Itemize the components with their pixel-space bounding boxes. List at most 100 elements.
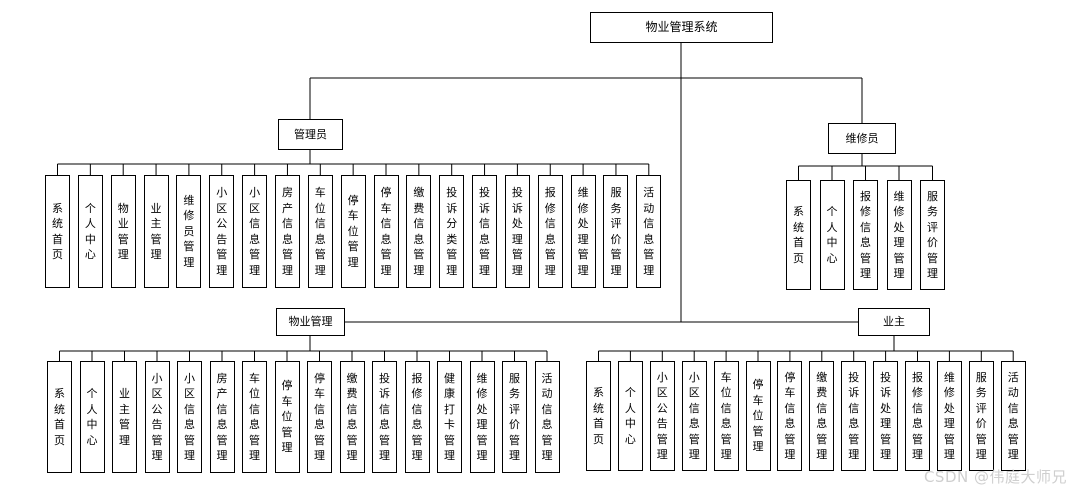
leaf-node-repairer: 维修处理管理 bbox=[886, 180, 912, 290]
leaf-node-admin: 维修员管理 bbox=[176, 175, 202, 288]
leaf-node-admin: 系统首页 bbox=[45, 175, 70, 288]
leaf-label: 系统首页 bbox=[54, 387, 65, 447]
leaf-node-property: 缴费信息管理 bbox=[339, 361, 365, 473]
leaf-label: 停车位管理 bbox=[752, 378, 764, 454]
leaf-node-admin: 缴费信息管理 bbox=[406, 175, 432, 288]
leaf-label: 小区信息管理 bbox=[249, 186, 261, 277]
role-node-property: 物业管理 bbox=[276, 308, 345, 336]
leaf-node-property: 服务评价管理 bbox=[502, 361, 527, 473]
leaf-node-owner: 小区公告管理 bbox=[649, 361, 675, 471]
leaf-node-property: 停车信息管理 bbox=[307, 361, 332, 473]
leaf-label: 活动信息管理 bbox=[541, 371, 553, 463]
leaf-label: 活动信息管理 bbox=[643, 186, 655, 277]
leaf-node-owner: 投诉信息管理 bbox=[841, 361, 867, 471]
leaf-label: 小区信息管理 bbox=[184, 371, 195, 463]
leaf-label: 投诉信息管理 bbox=[379, 371, 390, 463]
leaf-node-owner: 停车信息管理 bbox=[777, 361, 803, 471]
leaf-label: 缴费信息管理 bbox=[413, 186, 425, 277]
leaf-label: 服务评价管理 bbox=[610, 186, 622, 277]
leaf-node-property: 房产信息管理 bbox=[209, 361, 235, 473]
leaf-label: 健康打卡管理 bbox=[444, 371, 455, 463]
leaf-node-property: 报修信息管理 bbox=[404, 361, 430, 473]
leaf-label: 车位信息管理 bbox=[249, 371, 260, 463]
leaf-label: 报修信息管理 bbox=[860, 189, 871, 281]
leaf-label: 维修处理管理 bbox=[893, 189, 905, 281]
leaf-label: 个人中心 bbox=[826, 205, 838, 265]
leaf-label: 个人中心 bbox=[86, 387, 98, 447]
leaf-node-admin: 投诉处理管理 bbox=[504, 175, 530, 288]
leaf-label: 业主管理 bbox=[119, 387, 130, 447]
leaf-label: 报修信息管理 bbox=[912, 370, 923, 462]
role-node-owner: 业主 bbox=[858, 308, 930, 336]
leaf-node-owner: 小区信息管理 bbox=[681, 361, 707, 471]
leaf-node-property: 小区信息管理 bbox=[177, 361, 202, 473]
leaf-label: 维修处理管理 bbox=[476, 371, 488, 463]
leaf-node-owner: 投诉处理管理 bbox=[873, 361, 899, 471]
leaf-node-admin: 服务评价管理 bbox=[603, 175, 629, 288]
leaf-node-owner: 缴费信息管理 bbox=[809, 361, 835, 471]
leaf-label: 小区信息管理 bbox=[688, 370, 700, 462]
leaf-node-owner: 停车位管理 bbox=[745, 361, 771, 471]
leaf-label: 服务评价管理 bbox=[975, 370, 987, 462]
leaf-node-property: 健康打卡管理 bbox=[437, 361, 462, 473]
leaf-node-owner: 报修信息管理 bbox=[905, 361, 930, 471]
leaf-node-property: 个人中心 bbox=[79, 361, 105, 473]
leaf-label: 系统首页 bbox=[52, 201, 63, 262]
leaf-node-repairer: 系统首页 bbox=[786, 180, 811, 290]
leaf-label: 停车位管理 bbox=[281, 379, 293, 455]
leaf-label: 系统首页 bbox=[793, 205, 804, 265]
leaf-node-admin: 业主管理 bbox=[143, 175, 169, 288]
leaf-node-owner: 活动信息管理 bbox=[1000, 361, 1026, 471]
leaf-node-property: 业主管理 bbox=[112, 361, 137, 473]
leaf-node-owner: 系统首页 bbox=[586, 361, 611, 471]
leaf-label: 活动信息管理 bbox=[1007, 370, 1019, 462]
leaf-node-admin: 活动信息管理 bbox=[636, 175, 662, 288]
leaf-label: 缴费信息管理 bbox=[816, 370, 828, 462]
leaf-node-admin: 房产信息管理 bbox=[274, 175, 300, 288]
leaf-label: 停车位管理 bbox=[347, 193, 359, 269]
leaf-node-repairer: 报修信息管理 bbox=[853, 180, 878, 290]
leaf-node-owner: 个人中心 bbox=[617, 361, 643, 471]
leaf-label: 小区公告管理 bbox=[656, 370, 668, 462]
leaf-node-property: 投诉信息管理 bbox=[372, 361, 397, 473]
leaf-node-property: 车位信息管理 bbox=[242, 361, 267, 473]
leaf-label: 小区公告管理 bbox=[151, 371, 163, 463]
leaf-node-admin: 车位信息管理 bbox=[307, 175, 333, 288]
leaf-node-property: 维修处理管理 bbox=[469, 361, 495, 473]
leaf-label: 房产信息管理 bbox=[216, 371, 228, 463]
leaf-label: 服务评价管理 bbox=[927, 189, 938, 281]
leaf-label: 维修员管理 bbox=[183, 193, 195, 269]
leaf-label: 停车信息管理 bbox=[314, 371, 325, 463]
leaf-label: 个人中心 bbox=[624, 386, 636, 446]
leaf-node-admin: 小区信息管理 bbox=[242, 175, 268, 288]
leaf-label: 投诉处理管理 bbox=[511, 186, 523, 277]
leaf-node-owner: 维修处理管理 bbox=[936, 361, 962, 471]
leaf-node-property: 系统首页 bbox=[47, 361, 72, 473]
leaf-label: 停车信息管理 bbox=[784, 370, 796, 462]
leaf-label: 报修信息管理 bbox=[544, 186, 556, 277]
leaf-label: 投诉信息管理 bbox=[479, 186, 491, 277]
leaf-label: 车位信息管理 bbox=[720, 370, 732, 462]
leaf-label: 车位信息管理 bbox=[314, 186, 326, 277]
leaf-label: 服务评价管理 bbox=[509, 371, 520, 463]
role-node-repairer: 维修员 bbox=[828, 123, 896, 154]
leaf-label: 缴费信息管理 bbox=[346, 371, 358, 463]
leaf-label: 业主管理 bbox=[150, 201, 162, 262]
leaf-label: 系统首页 bbox=[593, 386, 604, 446]
leaf-node-owner: 车位信息管理 bbox=[713, 361, 739, 471]
leaf-label: 房产信息管理 bbox=[281, 186, 293, 277]
leaf-label: 维修处理管理 bbox=[943, 370, 955, 462]
leaf-node-admin: 维修处理管理 bbox=[570, 175, 596, 288]
leaf-label: 维修处理管理 bbox=[577, 186, 589, 277]
leaf-label: 投诉处理管理 bbox=[880, 370, 892, 462]
leaf-node-repairer: 服务评价管理 bbox=[920, 180, 945, 290]
leaf-node-admin: 投诉信息管理 bbox=[472, 175, 498, 288]
leaf-node-admin: 投诉分类管理 bbox=[439, 175, 465, 288]
leaf-label: 投诉分类管理 bbox=[446, 186, 458, 277]
leaf-node-admin: 报修信息管理 bbox=[537, 175, 563, 288]
leaf-node-admin: 停车位管理 bbox=[340, 175, 366, 288]
leaf-label: 停车信息管理 bbox=[380, 186, 392, 277]
leaf-label: 个人中心 bbox=[84, 201, 96, 262]
